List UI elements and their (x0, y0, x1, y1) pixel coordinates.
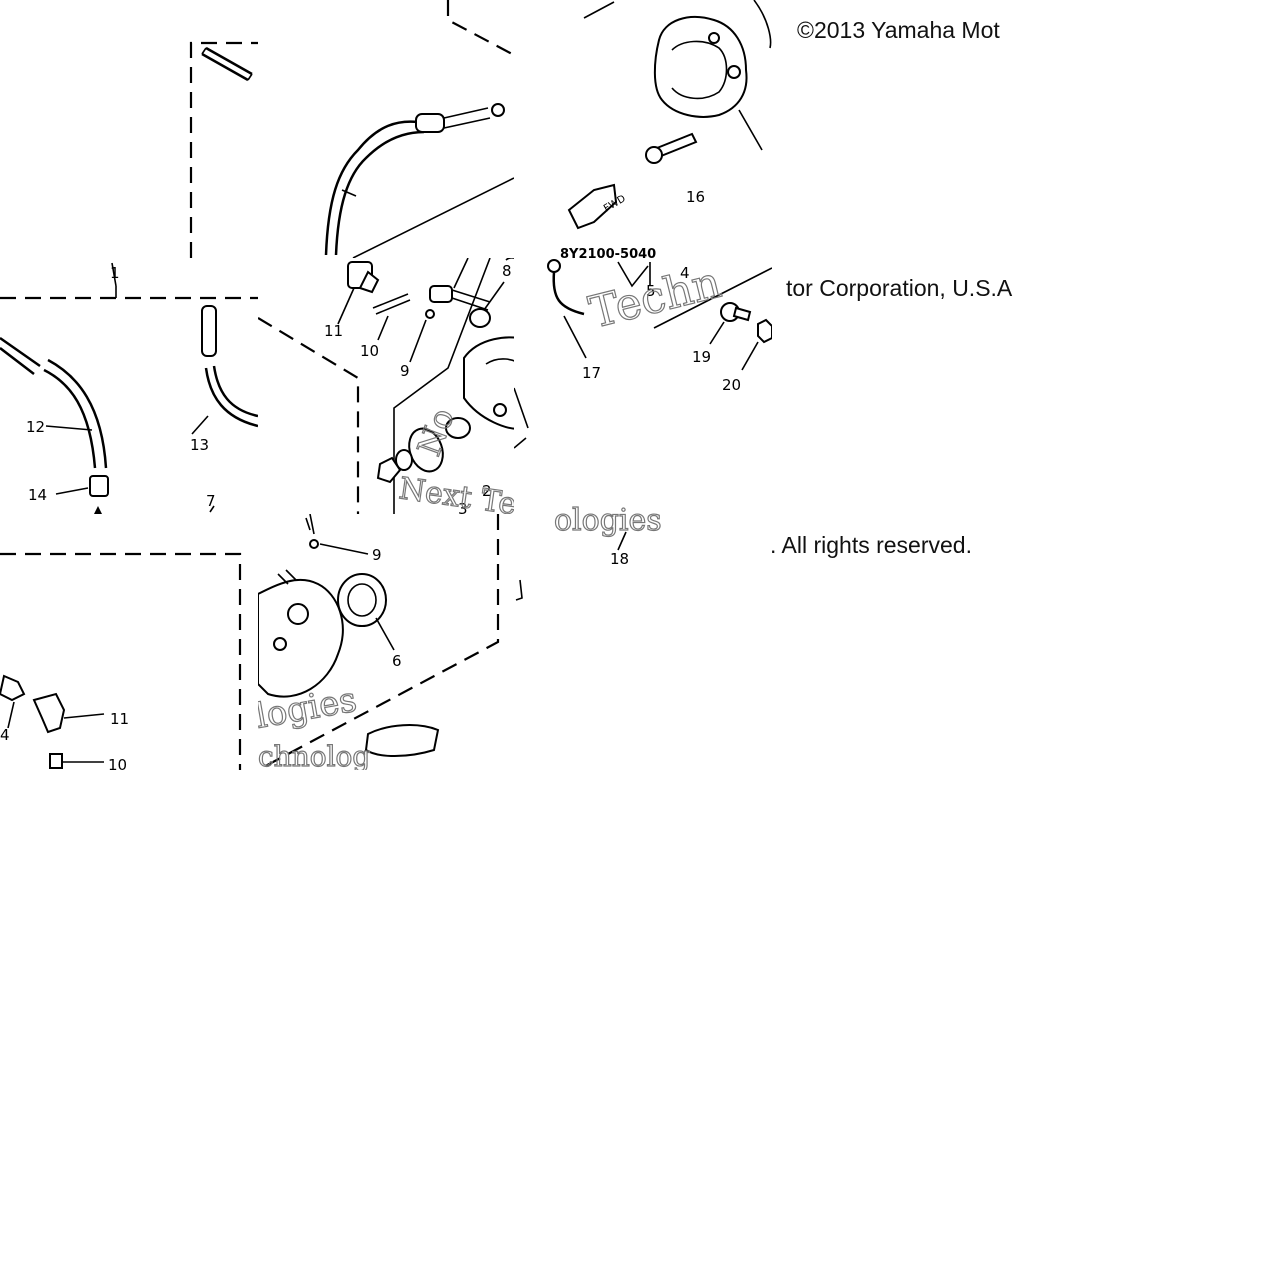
tile-right-middle-drawing: 8Y2100-5040 5 4 17 Techn 19 20 (514, 247, 772, 449)
tile-top-middle-drawing (324, 0, 514, 258)
tile-strip-18-drawing: ologies 18 (518, 502, 662, 580)
callout-19: 19 (692, 348, 711, 366)
watermark-next-tec: Next Tec (397, 471, 528, 514)
copyright-line-3: . All rights reserved. (770, 532, 972, 558)
watermark-chnolog: chnolog (258, 740, 370, 770)
callout-7: 7 (206, 492, 216, 510)
tile-strip-18: ologies 18 (514, 500, 772, 580)
copyright-line-2: tor Corporation, U.S.A (786, 275, 1013, 301)
tile-top-left (188, 40, 258, 258)
tile-top-right: FWD 16 (514, 0, 772, 258)
callout-10: 10 (360, 342, 379, 360)
callout-16: 16 (686, 188, 705, 206)
tile-bottom-left: 4 11 10 (0, 514, 244, 770)
tile-left-middle-drawing: 1 12 14 13 7 (0, 262, 258, 514)
callout-8: 8 (502, 262, 512, 280)
tile-top-left-drawing (189, 41, 258, 258)
tile-top-middle (258, 0, 514, 258)
tile-center-drawing: 11 10 9 8 5 3 2 Next Tec (258, 258, 528, 514)
tile-bottom-left-drawing: 4 11 10 (0, 552, 242, 770)
callout-2: 2 (482, 482, 492, 500)
copyright-line-1: ©2013 Yamaha Mot (797, 17, 1000, 43)
callout-6: 6 (392, 652, 402, 670)
tile-left-middle: 1 12 14 13 7 (0, 258, 258, 514)
callout-12: 12 (26, 418, 45, 436)
tile-bottom-center-drawing: 9 6 logies chnolog (258, 514, 523, 770)
tile-top-right-drawing: FWD 16 (567, 0, 772, 230)
callout-1: 1 (110, 264, 120, 282)
watermark-techn: Techn (584, 257, 726, 339)
callout-14: 14 (28, 486, 47, 504)
callout-5-right: 5 (646, 282, 656, 300)
tile-right-middle: 8Y2100-5040 5 4 17 Techn 19 20 (514, 238, 772, 514)
callout-3: 3 (458, 500, 468, 514)
callout-20: 20 (722, 376, 741, 394)
callout-4-left: 4 (0, 726, 10, 744)
callout-10-left: 10 (108, 756, 127, 770)
callout-11: 11 (324, 322, 343, 340)
callout-9-lower: 9 (372, 546, 382, 564)
callout-13: 13 (190, 436, 209, 454)
callout-11-left: 11 (110, 710, 129, 728)
part-number: 8Y2100-5040 (560, 247, 656, 262)
callout-4: 4 (680, 264, 690, 282)
tile-center: 11 10 9 8 5 3 2 Next Tec (258, 258, 528, 514)
tile-bottom-center: 9 6 logies chnolog (258, 514, 528, 770)
callout-9-upper: 9 (400, 362, 410, 380)
callout-18: 18 (610, 550, 629, 568)
watermark-ologies: ologies (554, 503, 662, 538)
callout-17: 17 (582, 364, 601, 382)
